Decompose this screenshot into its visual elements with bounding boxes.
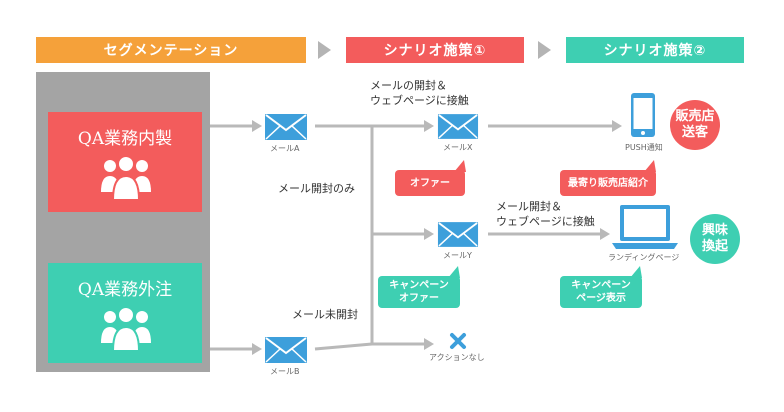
- header-segmentation-label: セグメンテーション: [103, 43, 239, 59]
- header-arrow-1: [318, 41, 331, 59]
- bubble-campaign-offer-tail: [448, 266, 460, 278]
- condition-not-opened: メール未開封: [292, 308, 358, 321]
- header-segmentation: セグメンテーション: [36, 37, 306, 63]
- bubble-nearest-store-tail: [644, 160, 656, 172]
- mail-x-icon: [437, 114, 479, 139]
- mail-y-icon: [437, 222, 479, 247]
- bubble-campaign-page: キャンペーン ページ表示: [560, 276, 642, 308]
- mail-a-label: メールA: [270, 144, 300, 153]
- bubble-campaign-page-text: キャンペーン ページ表示: [571, 280, 631, 304]
- people-group-icon: [101, 155, 151, 201]
- mail-b-icon: [265, 337, 307, 363]
- mail-x-label: メールX: [443, 143, 473, 152]
- segment-outsourced-title: QA業務外注: [77, 280, 173, 300]
- circle-interest: 興味 換起: [690, 214, 740, 264]
- bubble-offer-text: オファー: [410, 177, 450, 189]
- header-arrow-2: [538, 41, 551, 59]
- smartphone-icon: [631, 93, 655, 137]
- segment-outsourced: QA業務外注: [48, 263, 202, 363]
- segment-inhouse-title: QA業務内製: [77, 129, 173, 149]
- landing-label: ランディングページ: [608, 253, 680, 262]
- mail-y-label: メールY: [443, 251, 472, 260]
- condition-open-access-1: メールの開封＆ ウェブページに接触: [370, 79, 469, 107]
- mail-b-label: メールB: [270, 367, 300, 376]
- bubble-campaign-page-tail: [630, 266, 642, 278]
- bubble-nearest-store: 最寄り販売店紹介: [560, 170, 656, 196]
- segment-inhouse: QA業務内製: [48, 112, 202, 212]
- bubble-nearest-store-text: 最寄り販売店紹介: [568, 177, 648, 189]
- header-scenario-1: シナリオ施策①: [346, 37, 524, 63]
- circle-store-referral-text: 販売店 送客: [675, 109, 715, 140]
- bubble-offer: オファー: [395, 170, 465, 196]
- circle-store-referral: 販売店 送客: [670, 100, 720, 150]
- header-scenario-2-label: シナリオ施策②: [603, 43, 707, 59]
- header-scenario-2: シナリオ施策②: [566, 37, 744, 63]
- push-label: PUSH通知: [625, 143, 663, 152]
- bubble-campaign-offer-text: キャンペーン オファー: [389, 280, 449, 304]
- circle-interest-text: 興味 換起: [701, 223, 728, 254]
- header-scenario-1-label: シナリオ施策①: [383, 43, 487, 59]
- condition-open-only: メール開封のみ: [278, 182, 355, 195]
- condition-open-access-2: メール開封＆ ウェブページに接触: [496, 200, 595, 228]
- bubble-campaign-offer: キャンペーン オファー: [378, 276, 460, 308]
- bubble-offer-tail: [454, 160, 466, 172]
- mail-a-icon: [265, 114, 307, 140]
- laptop-icon: [612, 205, 678, 249]
- people-group-icon: [101, 306, 151, 352]
- no-action-label: アクションなし: [429, 353, 485, 362]
- no-action-x-icon: [450, 333, 466, 349]
